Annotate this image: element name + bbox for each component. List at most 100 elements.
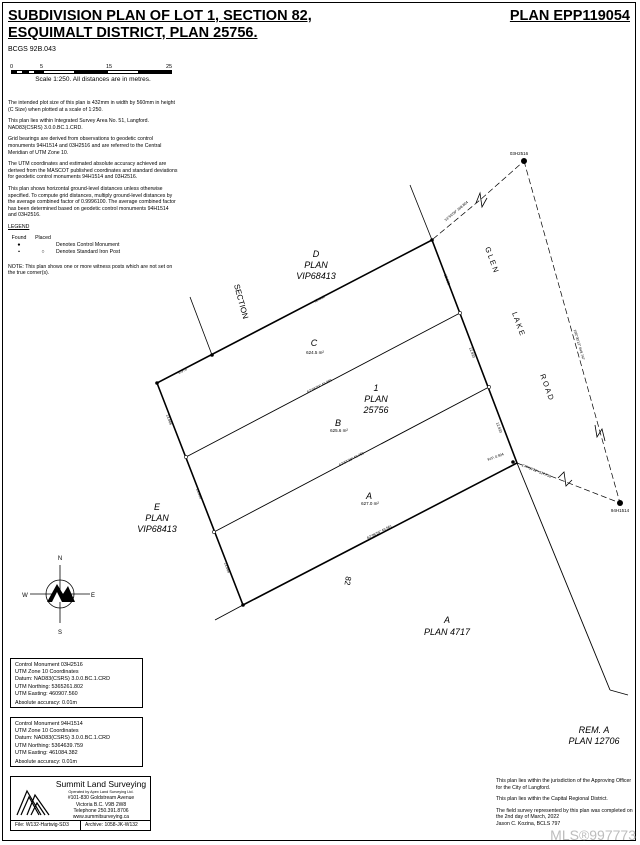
section-number: 82 (342, 576, 353, 587)
cm-zone: UTM Zone 10 Coordinates (15, 668, 79, 675)
parcel-e-plan: PLAN (145, 513, 169, 523)
break-symbol (557, 471, 573, 487)
cm-name: Control Monument 94H1514 (15, 721, 83, 727)
tie-line-north (432, 160, 525, 240)
lot-a-area: 627.0 m² (361, 501, 379, 506)
scale-caption: Scale 1:250. All distances are in metres… (35, 76, 151, 83)
dimension-label: 33°56'09" 308.804 (444, 200, 469, 222)
iron-post-icon (241, 603, 245, 607)
cm-northing: UTM Northing: 5365261.802 (15, 684, 84, 691)
cm-accuracy: Absolute accuracy: 0.01m (15, 758, 78, 765)
dimension-label: 177°59'21" 327.730 (521, 463, 552, 478)
cm-datum: Datum: NAD83(CSRS) 3.0.0.BC.1.CRD (15, 675, 110, 682)
mls-watermark: MLS®997773 (550, 827, 636, 843)
dimension-label: 12.933 (443, 274, 451, 286)
rem-a-line (609, 689, 629, 696)
parcel-d-plan: PLAN (304, 260, 328, 270)
surveyor-operator: Operated by Apex Land Surveying Ltd. (68, 790, 134, 794)
cm-northing: UTM Northing: 5364639.759 (15, 743, 84, 750)
cm-name: Control Monument 03H2516 (15, 662, 83, 668)
control-monument-box: Control Monument 03H2516 UTM Zone 10 Coo… (10, 658, 143, 708)
bcgs-reference: BCGS 92B.043 (8, 46, 56, 53)
cm-datum: Datum: NAD83(CSRS) 3.0.0.BC.1.CRD (15, 734, 110, 741)
iron-post-icon (155, 381, 159, 385)
south-extension (214, 604, 244, 621)
jurisdiction-note: This plan lies within the jurisdiction o… (496, 778, 632, 791)
placed-post-icon (212, 530, 216, 534)
east-boundary-extension (516, 462, 611, 691)
dimension-label: 8.979 (178, 367, 188, 375)
lot-b-label: B (335, 418, 341, 428)
title-line-2: ESQUIMALT DISTRICT, PLAN 25756. (8, 25, 258, 41)
lot-1-plan-number: 25756 (362, 405, 388, 415)
scale-tick: 0 (10, 64, 13, 70)
cm-south-label: 94H1514 (611, 508, 630, 513)
plan-notes: The intended plot size of this plan is 4… (8, 100, 178, 282)
iron-post-found-icon: ▪ (18, 248, 20, 255)
placed-post-icon (458, 311, 462, 315)
dimension-label: 12.933 (468, 347, 476, 359)
north-arrow-icon (30, 565, 90, 623)
cm-easting: UTM Easting: 461084.382 (15, 750, 78, 757)
dimension-label: 62°08'54" 49.561 (366, 524, 392, 540)
lot-b-area: 625.6 m² (330, 428, 348, 433)
note: This plan shows horizontal ground-level … (8, 185, 176, 219)
dimension-label: 13.666 (223, 562, 231, 574)
dimension-label: 62°57'29" 49.763 (338, 451, 364, 467)
parcel-d-plan-number: VIP68413 (296, 271, 336, 281)
break-symbol (594, 424, 606, 442)
lot-c-area: 624.5 m² (306, 350, 324, 355)
legend-title: LEGEND (8, 223, 30, 230)
lot-line-c-b (185, 312, 461, 458)
cm-easting: UTM Easting: 460907.560 (15, 691, 78, 698)
surveyor-company: Summit Land Surveying (55, 779, 147, 789)
surveyor-phone: Telephone 250.391.8706 (73, 807, 129, 814)
iron-post-icon (430, 238, 434, 242)
legend-placed-header: Placed (35, 234, 51, 241)
section-label: SECTION (232, 283, 250, 320)
dimension-label: 13.666 (165, 414, 173, 426)
north-extension (409, 184, 433, 241)
surveyor-address: #101-830 Goldstream Avenue (67, 795, 135, 802)
compass-west: W (22, 593, 28, 599)
iron-post-icon (210, 353, 214, 357)
road-name-lake: L A K E (510, 311, 527, 337)
rem-a-label: REM. A (579, 725, 610, 735)
scale-tick: 5 (40, 64, 43, 70)
cm-accuracy: Absolute accuracy: 0.01m (15, 699, 78, 706)
legend-found-header: Found (11, 234, 27, 241)
iron-post-icon: ○ (41, 248, 45, 255)
surveyor-city: Victoria B.C. V9B 2W8 (75, 801, 127, 808)
legend-note: NOTE: This plan shows one or more witnes… (8, 263, 173, 277)
compass-south: S (58, 630, 62, 636)
archive-number: Archive: 1058-JK-W132 (80, 821, 150, 830)
placed-post-icon (184, 455, 188, 459)
lot-a-label: A (365, 491, 372, 501)
summit-logo-icon (16, 789, 50, 816)
scale-bar: 0 5 15 25 (10, 64, 172, 74)
iron-post-icon (511, 460, 515, 464)
control-monument-line (523, 160, 621, 504)
dimension-label: W.P. 0.994 (487, 452, 504, 462)
surveyor-title-block: Summit Land Surveying Operated by Apex L… (10, 776, 151, 831)
control-monument-icon (521, 158, 527, 164)
lot-line-b-a (213, 386, 490, 533)
break-symbol (475, 191, 488, 209)
dimension-label: 12.933 (495, 422, 503, 434)
control-monument-icon (617, 500, 623, 506)
road-name-road: R O A D (538, 373, 556, 402)
jurisdiction-notes: This plan lies within the jurisdiction o… (496, 778, 636, 833)
note: This plan lies within Integrated Survey … (8, 118, 150, 131)
control-monument-icon: ● (17, 241, 21, 248)
scale-tick: 15 (106, 64, 112, 70)
dimension-label: 30.838 (314, 295, 326, 304)
road-name-glen: G L E N (483, 246, 500, 274)
lot-c-label: C (311, 338, 318, 348)
parcel-d-label: D (313, 249, 320, 259)
parcel-e-plan-number: VIP68413 (137, 524, 177, 534)
section-line (189, 296, 213, 356)
compass-east: E (91, 593, 95, 599)
title-line-1: SUBDIVISION PLAN OF LOT 1, SECTION 82, (8, 8, 312, 24)
